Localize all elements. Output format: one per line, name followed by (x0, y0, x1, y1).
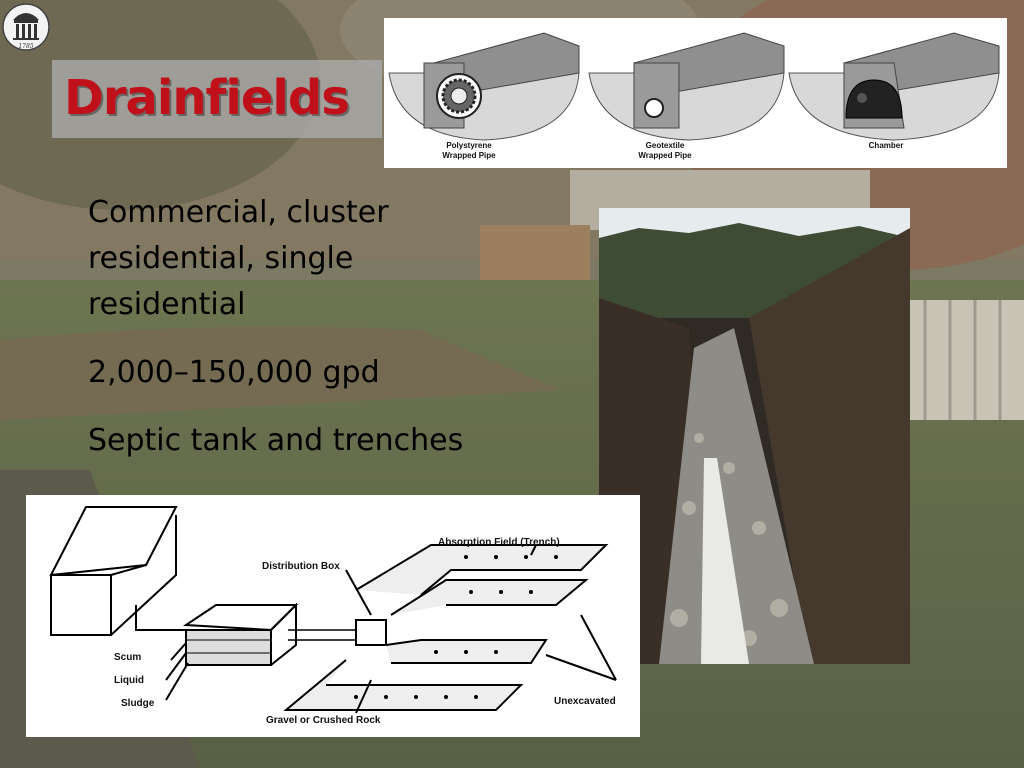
title-backdrop (52, 60, 382, 138)
septic-system-diagram: Distribution Box Absorption Field (Trenc… (26, 495, 640, 737)
caption-geotextile: Geotextile Wrapped Pipe (600, 141, 730, 161)
caption-geotextile-line2: Wrapped Pipe (638, 151, 692, 160)
label-sludge: Sludge (121, 698, 155, 709)
university-seal-logo: 1785 (2, 3, 50, 51)
seal-year: 1785 (18, 43, 33, 50)
label-distribution-box: Distribution Box (262, 561, 340, 572)
bullet-components: Septic tank and trenches (88, 423, 464, 458)
caption-polystyrene-line2: Wrapped Pipe (442, 151, 496, 160)
label-liquid: Liquid (114, 675, 144, 686)
caption-chamber-line1: Chamber (868, 141, 904, 150)
label-unexcavated: Unexcavated (554, 696, 616, 707)
caption-geotextile-line1: Geotextile (645, 141, 685, 150)
label-absorption-field: Absorption Field (Trench) (438, 537, 560, 548)
slide-title: Drainfields (64, 70, 350, 126)
bullet-flow-range: 2,000–150,000 gpd (88, 355, 380, 390)
caption-polystyrene: Polystyrene Wrapped Pipe (404, 141, 534, 161)
pipe-cross-sections (388, 32, 1000, 141)
septic-system-drawing (49, 506, 617, 714)
label-scum: Scum (114, 652, 142, 663)
bullet-system-types: Commercial, cluster residential, single … (88, 195, 389, 322)
caption-chamber: Chamber (821, 141, 951, 151)
pipe-types-illustration: Polystyrene Wrapped Pipe Geotextile Wrap… (384, 18, 1007, 168)
polystyrene-wrapped-pipe-figure (388, 32, 580, 141)
caption-polystyrene-line1: Polystyrene (446, 141, 492, 150)
label-gravel: Gravel or Crushed Rock (266, 715, 381, 726)
geotextile-wrapped-pipe-figure (588, 32, 785, 141)
slide-bullets: Commercial, cluster residential, single … (88, 190, 568, 486)
trench-photo (599, 208, 910, 664)
chamber-figure (788, 32, 1000, 141)
